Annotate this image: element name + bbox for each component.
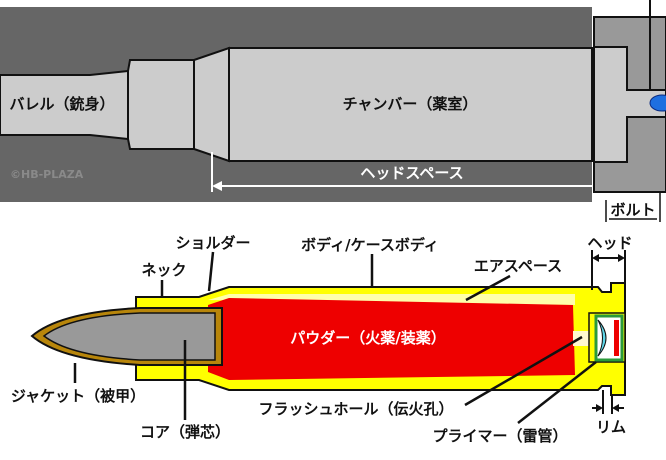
barrel-label: バレル（銃身） [9, 95, 114, 113]
jacket-label: ジャケット（被甲） [11, 387, 145, 405]
powder [208, 298, 575, 380]
chamber-label: チャンバー（薬室） [343, 95, 478, 113]
cartridge-section: パウダー（火薬/装薬） ネック ショルダー ボディ/ケースボディ エアスペース … [11, 234, 633, 445]
bullet-core [42, 312, 216, 361]
chamber-section: バレル（銃身） チャンバー（薬室） ©HB-PLAZA ヘッドスペース ボルト [0, 0, 666, 222]
air-space [208, 294, 575, 305]
chamber-body [228, 47, 593, 162]
head-label: ヘッド [587, 234, 632, 252]
firing-pin [649, 94, 666, 112]
chamber-neck [127, 59, 195, 150]
air-space-label: エアスペース [474, 257, 562, 275]
bolt-label: ボルト [610, 201, 655, 219]
headspace-label: ヘッドスペース [360, 164, 463, 182]
rim-dimension [592, 390, 624, 414]
flash-hole-label: フラッシュホール（伝火孔） [258, 400, 453, 418]
neck-label: ネック [141, 261, 186, 279]
primer-compound [614, 320, 619, 356]
chamber-shoulder [193, 46, 230, 163]
powder-label: パウダー（火薬/装薬） [290, 329, 445, 347]
bolt: ボルト [593, 0, 666, 222]
head-dimension [591, 250, 626, 290]
primer-label: プライマー（雷管） [432, 427, 567, 445]
shoulder-label: ショルダー [175, 234, 250, 252]
rim-label: リム [596, 418, 626, 436]
primer-anvil [597, 319, 607, 357]
watermark: ©HB-PLAZA [10, 168, 84, 181]
core-label: コア（弾芯） [140, 423, 230, 441]
body-label: ボディ/ケースボディ [301, 236, 439, 254]
